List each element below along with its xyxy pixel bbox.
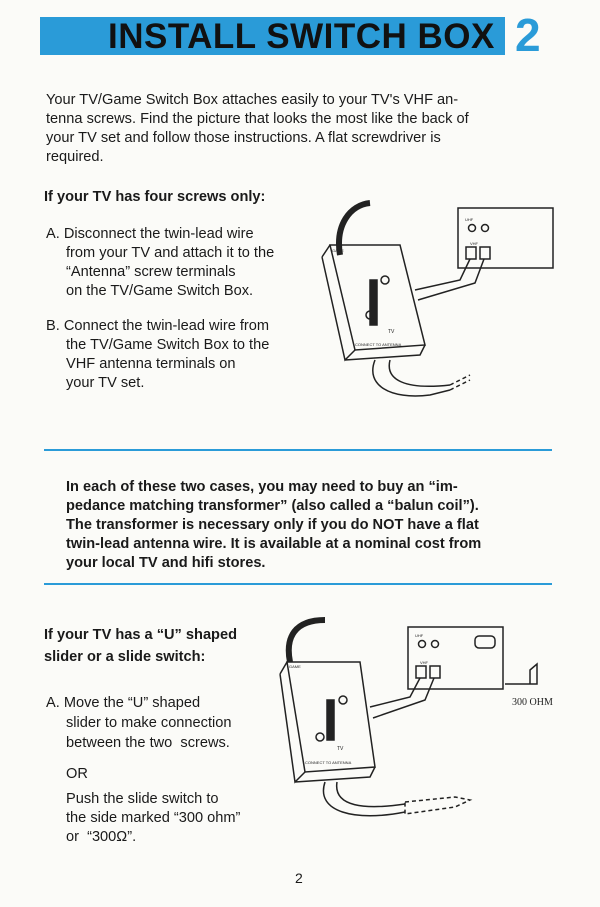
text-line: pedance matching transformer” (also call… [66,498,479,514]
text-line: B. Connect the twin-lead wire from [46,318,270,334]
divider [44,583,552,585]
case2-heading: slider or a slide switch: [44,649,206,665]
vhf-label: VHF [420,660,429,665]
text-line: In each of these two cases, you may need… [66,479,458,495]
text-line: Your TV/Game Switch Box attaches easily … [46,92,459,108]
text-line: from your TV and attach it to the [66,245,275,261]
text-line: on the TV/Game Switch Box. [66,283,254,299]
uhf-label: UHF [465,217,474,222]
or-label: OR [66,766,88,782]
connect-antenna-label: CONNECT TO ANTENNA [355,342,402,347]
case1-heading: If your TV has four screws only: [44,189,266,205]
text-line: slider to make connection [66,715,232,731]
page-title: INSTALL SWITCH BOX [108,17,495,56]
vhf-label: VHF [470,241,479,246]
game-label: GAME [289,664,301,669]
text-line: Push the slide switch to [66,791,219,807]
text-line: A. Move the “U” shaped [46,695,201,711]
text-line: your local TV and hifi stores. [66,555,266,571]
text-line: VHF antenna terminals on [66,356,236,372]
uhf-label: UHF [415,633,424,638]
text-line: your TV set and follow those instruction… [46,130,441,146]
step-number: 2 [515,9,541,61]
switch-box-diagram-1: GAME TV CONNECT TO ANTENNA UHF VHF [321,200,554,397]
text-line: between the two screws. [66,735,230,751]
text-line: required. [46,149,104,165]
text-line: tenna screws. Find the picture that look… [46,111,469,127]
tv-label: TV [337,746,344,752]
page-number: 2 [295,870,303,886]
text-line: The transformer is necessary only if you… [66,517,479,533]
text-line: the side marked “300 ohm” [66,810,241,826]
text-line: “Antenna” screw terminals [66,264,236,280]
tv-back-panel [457,207,554,269]
switch-box-diagram-2: GAME TV CONNECT TO ANTENNA UHF VHF 300 O… [279,617,553,817]
text-line: A. Disconnect the twin-lead wire [46,226,254,242]
game-label: GAME [332,248,344,253]
tv-label: TV [388,329,395,335]
text-line: twin-lead antenna wire. It is available … [66,536,482,552]
text-line: or “300Ω”. [66,829,137,845]
connect-antenna-label: CONNECT TO ANTENNA [305,760,352,765]
text-line: the TV/Game Switch Box to the [66,337,270,353]
300-ohm-label: 300 OHM [512,697,553,708]
text-line: your TV set. [66,375,145,391]
header-bar: INSTALL SWITCH BOX [40,17,505,56]
divider [44,449,552,451]
case2-heading: If your TV has a “U” shaped [44,627,238,643]
